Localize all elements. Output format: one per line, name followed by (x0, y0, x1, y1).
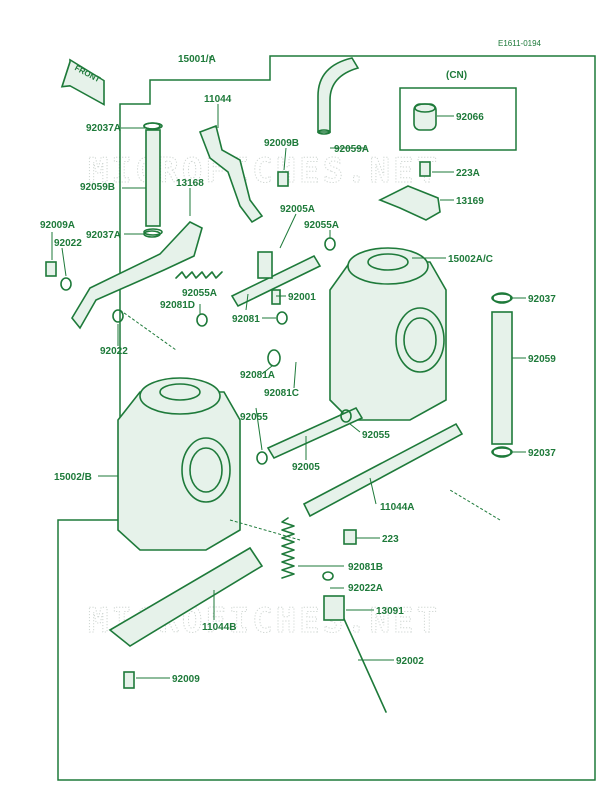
label-15002b: 15002/B (54, 472, 92, 483)
label-92059b: 92059B (80, 182, 115, 193)
label-92002: 92002 (396, 656, 424, 667)
bracket-11044 (198, 124, 264, 224)
label-92055a-top: 92055A (304, 220, 339, 231)
label-92037-low: 92037 (528, 448, 556, 459)
spring-92081 (276, 311, 288, 325)
leader-lines (51, 56, 526, 679)
oring-92055-right (340, 409, 352, 423)
cn-box (399, 87, 517, 151)
spring-92081a (267, 349, 281, 367)
rail-11044a (302, 422, 464, 518)
label-92059a: 92059A (334, 144, 369, 155)
label-11044a: 11044A (380, 502, 414, 513)
label-92037a-top: 92037A (86, 123, 121, 134)
label-92059: 92059 (528, 354, 556, 365)
label-92081b: 92081B (348, 562, 383, 573)
label-92066: 92066 (456, 112, 484, 123)
label-13168: 13168 (176, 178, 204, 189)
label-92009b: 92009B (264, 138, 299, 149)
lever-13168 (71, 221, 203, 330)
oring-92055a-mid (324, 237, 336, 251)
label-92081: 92081 (232, 314, 260, 325)
label-92055-left: 92055 (240, 412, 268, 423)
label-92022-low: 92022 (100, 346, 128, 357)
clip-92037a-top (143, 122, 161, 130)
cn-label: (CN) (446, 70, 467, 81)
bolt-92009 (123, 671, 135, 689)
front-arrow-icon: FRONT (60, 58, 105, 106)
label-92022-left: 92022 (54, 238, 82, 249)
label-15002ac: 15002A/C (448, 254, 493, 265)
label-92005a: 92005A (280, 204, 315, 215)
oring-92022a (322, 571, 334, 581)
spring-92081d (175, 271, 223, 279)
label-13169: 13169 (456, 196, 484, 207)
screw-92002 (339, 609, 387, 713)
bolt-223 (343, 529, 357, 545)
adjuster-13091 (323, 595, 345, 621)
label-92081c: 92081C (264, 388, 299, 399)
label-92037-top: 92037 (528, 294, 556, 305)
oring-92055a-top (196, 313, 208, 327)
label-92081a: 92081A (240, 370, 275, 381)
label-15001a: 15001/A (178, 54, 216, 65)
bracket-13169 (378, 185, 441, 221)
label-92055-right: 92055 (362, 430, 390, 441)
label-223a: 223A (456, 168, 480, 179)
label-92009a: 92009A (40, 220, 75, 231)
label-11044: 11044 (204, 94, 232, 105)
bolt-92009a (45, 261, 57, 277)
washer-92022-left (60, 277, 72, 291)
hose-curved (317, 57, 360, 133)
label-92055a-mid: 92055A (182, 288, 217, 299)
label-92081d: 92081D (160, 300, 195, 311)
label-223: 223 (382, 534, 399, 545)
bolt-223a (419, 161, 431, 177)
label-92009: 92009 (172, 674, 200, 685)
assembly-frame (57, 55, 596, 781)
label-92022a: 92022A (348, 583, 383, 594)
pipe-92005a (230, 254, 322, 308)
label-13091: 13091 (376, 606, 404, 617)
carburetor-right (329, 247, 447, 421)
oring-92055-left (256, 451, 268, 465)
pipe-tee (257, 251, 273, 279)
bolt-92001 (271, 289, 281, 305)
tube-left (145, 129, 161, 227)
label-92037a-mid: 92037A (86, 230, 121, 241)
label-11044b: 11044B (202, 622, 236, 633)
label-92001: 92001 (288, 292, 316, 303)
bolt-92009b (277, 171, 289, 187)
tube-right (491, 311, 513, 445)
watermark-top: MICROFICHES.NET (88, 151, 440, 191)
clip-92037-low (492, 446, 512, 458)
cap-icon (413, 103, 437, 131)
washer-92022-low (112, 309, 124, 323)
label-92005: 92005 (292, 462, 320, 473)
spring-92081b (281, 517, 295, 579)
plate-11044b (108, 546, 264, 647)
pipe-92005 (266, 406, 364, 460)
diagram-code: E1611-0194 (498, 39, 542, 48)
carburetor-left (117, 377, 241, 551)
